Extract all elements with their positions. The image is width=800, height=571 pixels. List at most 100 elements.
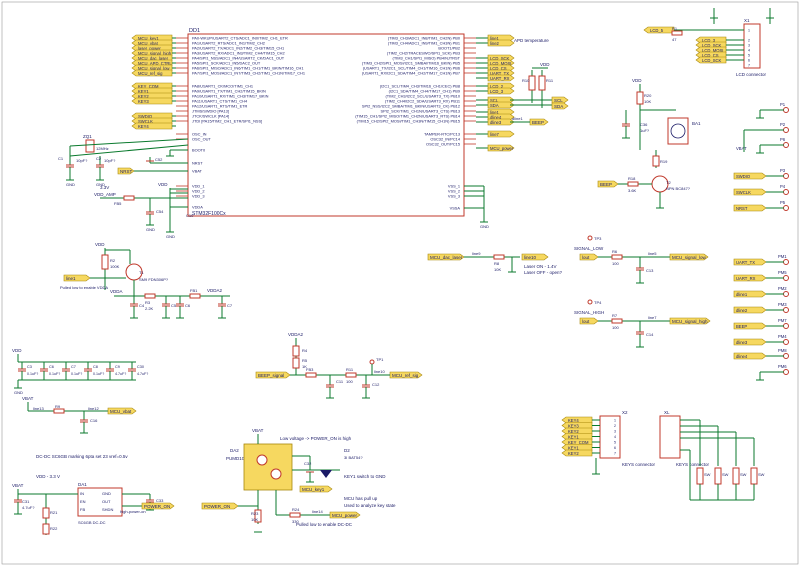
- mcu-right-pin: SPI2_SCK/TIM1_CH1N/USART3_CTS) PB13: [381, 109, 461, 114]
- mcu-right-tag-label: UART_TX: [490, 71, 509, 76]
- mcu-ref: DD1: [189, 28, 200, 34]
- lcd-tag-label: LCD_3: [702, 38, 716, 43]
- mcu-left-tag-label: KEY_COM: [138, 84, 159, 89]
- power-on-tag-left-label: POWER_ON: [144, 504, 170, 509]
- zq1-ref: ZQ1: [83, 134, 92, 139]
- vdda2-ref-label: VDDA2: [288, 332, 304, 337]
- decoup-cap-val: 0.1uF?: [93, 372, 104, 376]
- line10-tag-label: line10: [524, 255, 537, 260]
- mcu-left-pin: PA0-WKUP/USART2_CTS/ADC1_IN0/TIM2_CH1_ET…: [192, 36, 288, 41]
- r11-ref: R11: [546, 78, 554, 83]
- r22-ref: R22: [50, 526, 58, 531]
- r24-ref: R24: [292, 507, 300, 512]
- test-point-p6: [783, 142, 789, 148]
- analog-note: Used to analyze key state: [344, 503, 396, 508]
- test-points-pm: PM1UART_TXPM5UART_RXPM2dline1PM3dline2PM…: [733, 254, 789, 381]
- r2-val: 100K: [110, 264, 120, 269]
- x2-body: [599, 415, 621, 459]
- mcu-right-pin: (TIM2_CH4/I2C2_SDA/USART3_RX) PB11: [385, 99, 460, 104]
- r2-ref: R2: [110, 258, 116, 263]
- mcu-left-pin: BOOT0: [192, 148, 206, 153]
- mcu-left-tag-label: MCU_signal_high: [138, 51, 172, 56]
- mcu-left-pin: PA11/USART1_CTS/TIM1_CH4: [192, 99, 248, 104]
- t1-note: Pulled low to enable VDDA: [60, 285, 108, 290]
- mcu-left-tag-label: MCU_vbat: [138, 41, 159, 46]
- tp1-ref: TP1: [376, 357, 384, 362]
- mcu-right-pin: (TIM15_CH1/SPI2_MISO/TIM1_CH2N/USART3_RT…: [355, 114, 461, 119]
- fb3-ref: FB3: [306, 367, 314, 372]
- zq1-crystal: [85, 139, 95, 153]
- r24-resistor: [289, 512, 301, 518]
- key1-note: KEY1 switch to GND: [344, 474, 386, 479]
- decoup-cap-val: 0.1uF?: [49, 372, 60, 376]
- line1-tag: [63, 274, 91, 282]
- r3-resistor: [144, 293, 156, 299]
- c4-ref: C4: [139, 303, 145, 308]
- vdd-mcu-label: VDD: [158, 182, 168, 187]
- vdda2-label: VDDA2: [207, 288, 223, 293]
- pm-ref: PM5: [778, 270, 787, 275]
- ref-signal: VDDA2 R4 R5 1K BEEP_signal FB3 C11 R11 1…: [255, 332, 423, 399]
- c32-ref: C32: [304, 461, 312, 466]
- mcu-left-tag: [131, 69, 173, 77]
- vdda-switch: VDD R2 100K T1 SM9 FDN306P? line1 Pulled…: [60, 242, 233, 319]
- mcu-left-pin: PA9/USART1_TX/TIM1_CH2/TIM15_BKIN: [192, 89, 266, 94]
- pullup-note: MCU has pull up: [344, 496, 378, 501]
- mcu-right-tag-label: line7: [490, 132, 500, 137]
- p2-vbat: VBAT: [736, 146, 747, 151]
- c12-ref: C12: [372, 382, 380, 387]
- mcu-right-tag-label: line2: [490, 41, 500, 46]
- mcu-left-tag-label: MCU_ref_sig: [138, 71, 163, 76]
- power-on-tag: [201, 502, 239, 510]
- da2-ref: DA2: [230, 448, 239, 453]
- mcu-ref-sig-tag-label: MCU_ref_sig: [392, 373, 419, 378]
- decoup-cap-val: 4.7uF?: [115, 372, 126, 376]
- mcu-right-pin: (USART1_TX/I2C1_SCL/TIM4_CH1/TIM16_CH1N)…: [363, 66, 460, 71]
- mcu-left-tag: [131, 122, 173, 130]
- da1-pin-shdn: SHDN: [102, 507, 113, 512]
- pm-tag-label: dline2: [736, 308, 748, 313]
- line7-label: line7: [648, 315, 657, 320]
- mcu-left-tag-label: KEY2: [138, 94, 149, 99]
- key-switch-label: SW: [758, 472, 765, 477]
- r3-ref: R3: [145, 300, 151, 305]
- pm-ref: PM2: [778, 286, 787, 291]
- mcu-right-tag: [487, 39, 515, 47]
- mcu-left-pin: JTDI [PA15/TIM2_CH1_ETR/SPI1_NSS]: [192, 119, 262, 124]
- r19-resistor: [652, 155, 660, 167]
- r11-ref-resistor: [345, 372, 357, 378]
- p-tag: [733, 204, 767, 212]
- c7-ref: C7: [227, 303, 233, 308]
- mcu-right-pin: (TIM3_CH2/SPI1_MOSI/I2C1_SMBAl/TIM16_BKI…: [362, 61, 460, 66]
- lcd-tag-label: LCD_SCK: [702, 43, 722, 48]
- mcu-left-pin: VDD_3: [192, 194, 205, 199]
- ba1-buzzer-disk: [670, 123, 686, 139]
- scl-tag: [551, 96, 569, 104]
- pm-tag-label: UART_RX: [736, 276, 756, 281]
- r1-ref: R1: [672, 26, 678, 31]
- mcu-left-pin: VDD_2: [192, 189, 205, 194]
- x1-pin-num: 1: [748, 29, 750, 33]
- key-tag-label: KEY3: [568, 423, 579, 428]
- tp3-testpoint: [587, 235, 593, 241]
- c11-ref: C11: [336, 379, 344, 384]
- mcu-body: [187, 33, 465, 217]
- scl-tag-label: SCL: [554, 98, 563, 103]
- mcu-left-pin: VBAT: [192, 169, 202, 174]
- pm-tag: [733, 306, 767, 314]
- fb1-ref: FB1: [190, 288, 198, 293]
- power-on-tag-label: POWER_ON: [204, 504, 230, 509]
- r7-ref: R7: [612, 313, 618, 318]
- key-switch-label: SW: [722, 472, 729, 477]
- mcu-right-tag-label: dline4: [490, 115, 502, 120]
- gnd-c2: GND: [96, 182, 105, 187]
- key-switch: [714, 467, 722, 485]
- beep-net-tag: [529, 118, 549, 126]
- mcu-right-tag-label: LCD_SCK: [490, 56, 510, 61]
- test-point-p4: [783, 189, 789, 195]
- key-tag-label: KEY2: [568, 451, 579, 456]
- r2-resistor: [101, 254, 109, 270]
- r10-resistor: [528, 75, 536, 91]
